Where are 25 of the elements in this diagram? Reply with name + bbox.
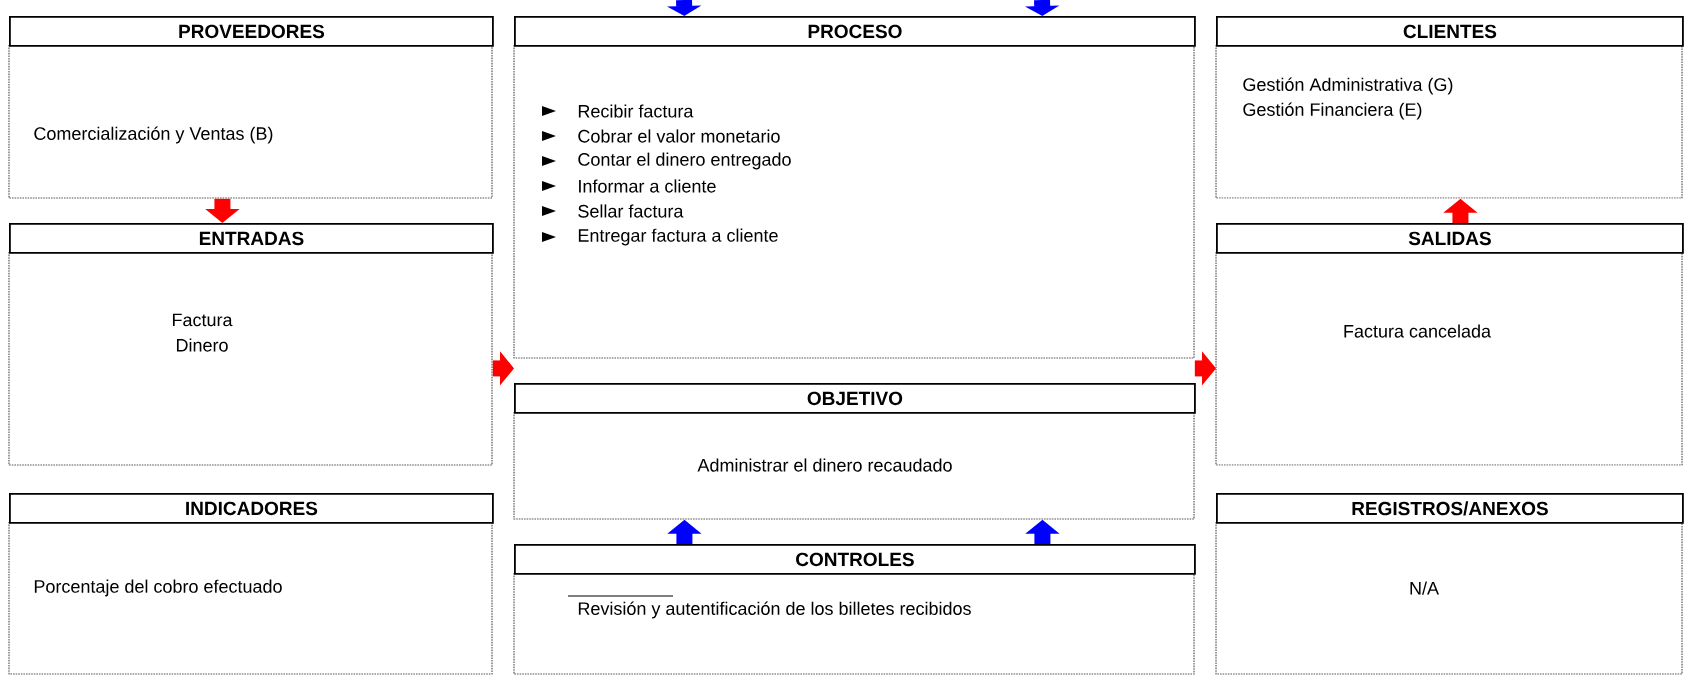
bullet-item: Recibir factura <box>542 104 694 118</box>
body-text: Revisión y autentificación de los billetes recibidos <box>578 601 971 619</box>
header-bar: REGISTROS/ANEXOS <box>1216 493 1684 524</box>
body-text: Gestión Administrativa (G) <box>1243 77 1453 95</box>
bullet-item: Cobrar el valor monetario <box>542 129 780 143</box>
bullet-item: Informar a cliente <box>542 179 716 193</box>
body-text: Porcentaje del cobro efectuado <box>34 579 282 597</box>
header-bar: INDICADORES <box>9 493 494 524</box>
bullet-item: Entregar factura a cliente <box>542 228 778 246</box>
header-bar: CONTROLES <box>514 544 1196 575</box>
body-text: Comercialización y Ventas (B) <box>34 126 273 144</box>
header-bar: OBJETIVO <box>514 383 1196 414</box>
header-bar: SALIDAS <box>1216 223 1684 254</box>
bullet-item: Contar el dinero entregado <box>542 152 791 170</box>
body-text: Dinero <box>176 338 228 352</box>
header-bar: PROVEEDORES <box>9 16 494 47</box>
body-text: Factura <box>172 313 233 327</box>
body-text: Factura cancelada <box>1344 324 1491 338</box>
bullet-item: Sellar factura <box>542 204 684 218</box>
body-text: N/A <box>1410 581 1439 595</box>
header-bar: PROCESO <box>514 16 1196 47</box>
body-text: Administrar el dinero recaudado <box>697 458 952 472</box>
header-bar: ENTRADAS <box>9 223 494 254</box>
body-text: Gestión Financiera (E) <box>1243 102 1422 120</box>
header-bar: CLIENTES <box>1216 16 1684 47</box>
